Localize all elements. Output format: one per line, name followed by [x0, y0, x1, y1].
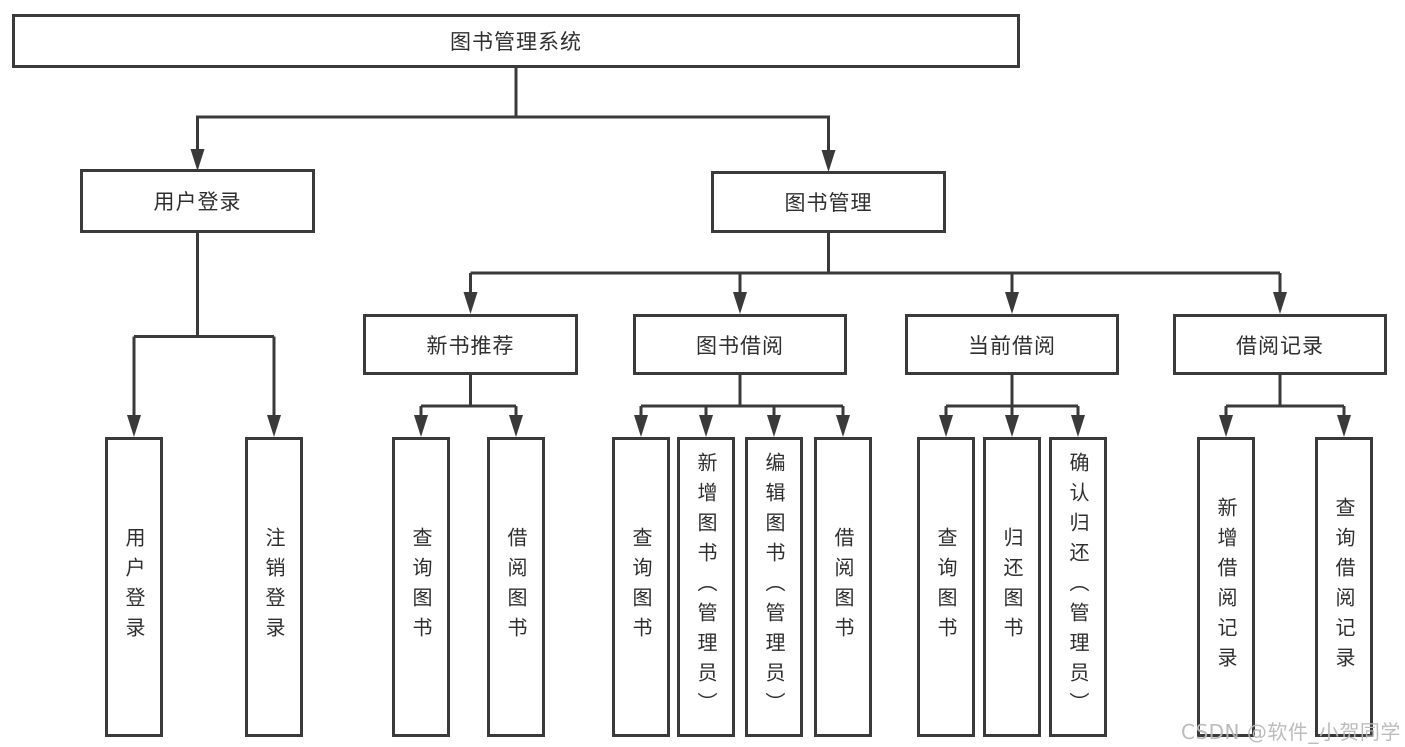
leaf-current-confirm-return-admin-label: 确认归还（管理员） — [1066, 452, 1090, 722]
leaf-current-query-books: 查询图书 — [917, 437, 975, 737]
leaf-current-confirm-return-admin: 确认归还（管理员） — [1049, 437, 1107, 737]
leaf-current-query-books-label: 查询图书 — [934, 527, 958, 647]
leaf-borrow-add-books-admin-label: 新增图书（管理员） — [694, 452, 718, 722]
node-book-management-label: 图书管理 — [784, 191, 873, 215]
leaf-borrow-query-books-label: 查询图书 — [629, 527, 653, 647]
leaf-newbook-borrow-books-label: 借阅图书 — [504, 527, 528, 647]
leaf-current-return-books-label: 归还图书 — [1000, 527, 1024, 647]
node-borrow-record: 借阅记录 — [1173, 314, 1387, 375]
leaf-borrow-edit-books-admin-label: 编辑图书（管理员） — [762, 452, 786, 722]
leaf-logout-login: 注销登录 — [245, 437, 303, 737]
leaf-record-add-borrow-record: 新增借阅记录 — [1197, 437, 1255, 737]
leaf-borrow-borrow-books-label: 借阅图书 — [831, 527, 855, 647]
leaf-borrow-add-books-admin: 新增图书（管理员） — [677, 437, 735, 737]
node-current-borrow-label: 当前借阅 — [968, 333, 1056, 358]
leaf-borrow-edit-books-admin: 编辑图书（管理员） — [745, 437, 803, 737]
node-book-borrow-label: 图书借阅 — [696, 333, 784, 358]
node-new-book-recommend-label: 新书推荐 — [426, 333, 515, 358]
leaf-newbook-query-books-label: 查询图书 — [409, 527, 433, 647]
leaf-user-login-label: 用户登录 — [122, 527, 146, 647]
node-current-borrow: 当前借阅 — [905, 314, 1119, 375]
node-user-login-label: 用户登录 — [153, 190, 242, 214]
node-root-label: 图书管理系统 — [450, 30, 582, 54]
node-book-management: 图书管理 — [711, 171, 946, 233]
leaf-user-login: 用户登录 — [105, 437, 163, 737]
node-borrow-record-label: 借阅记录 — [1236, 333, 1324, 358]
watermark-text: CSDN @软件_小贺同学 — [1181, 720, 1401, 744]
node-root: 图书管理系统 — [12, 14, 1020, 68]
leaf-newbook-borrow-books: 借阅图书 — [487, 437, 545, 737]
leaf-record-query-borrow-record: 查询借阅记录 — [1315, 437, 1373, 737]
leaf-newbook-query-books: 查询图书 — [392, 437, 450, 737]
leaf-borrow-query-books: 查询图书 — [612, 437, 670, 737]
leaf-logout-login-label: 注销登录 — [262, 527, 286, 647]
node-user-login: 用户登录 — [80, 169, 315, 233]
node-book-borrow: 图书借阅 — [633, 314, 847, 375]
node-new-book-recommend: 新书推荐 — [363, 314, 578, 375]
leaf-record-query-borrow-record-label: 查询借阅记录 — [1332, 497, 1356, 677]
leaf-borrow-borrow-books: 借阅图书 — [814, 437, 872, 737]
leaf-current-return-books: 归还图书 — [983, 437, 1041, 737]
leaf-record-add-borrow-record-label: 新增借阅记录 — [1214, 497, 1238, 677]
